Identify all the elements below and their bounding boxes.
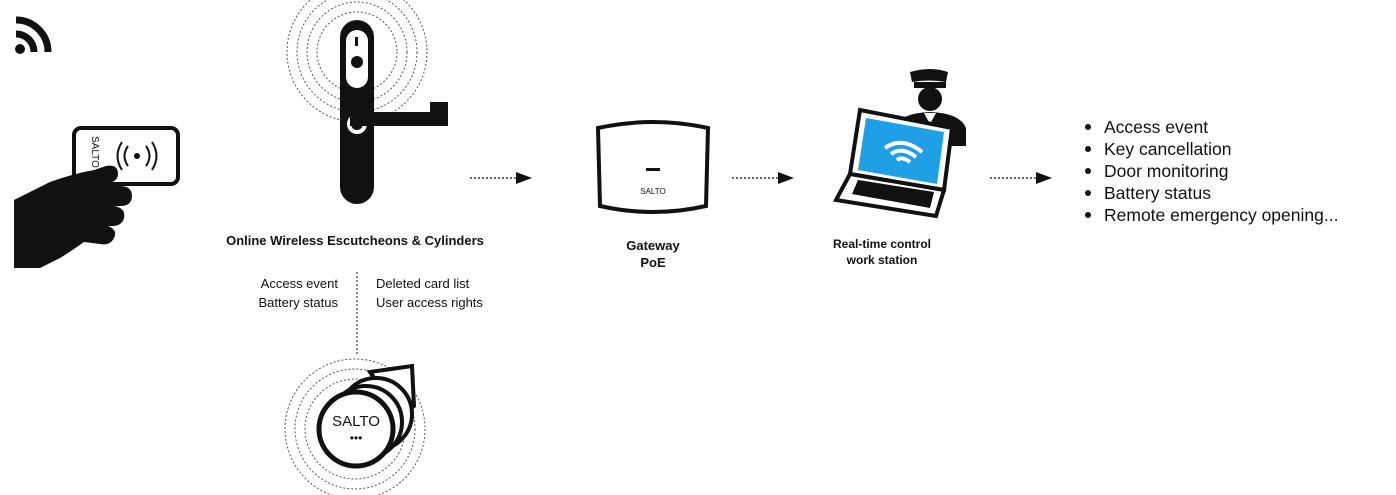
key-fob-icon: SALTO ••• [284,358,426,495]
arrow-right-icon [732,172,794,184]
feature-item: Door monitoring [1082,160,1392,182]
sync-right-item: Deleted card list [376,276,470,291]
workstation-caption: Real-time control work station [812,236,952,268]
card-brand-label: SALTO [89,136,100,168]
feature-item: Key cancellation [1082,138,1392,160]
hand-holding-card-icon: SALTO [14,126,180,268]
feature-item: Remote emergency opening... [1082,204,1392,226]
gateway-brand-label: SALTO [640,187,666,196]
features-list: Access event Key cancellation Door monit… [1082,116,1392,226]
wireless-signal-icon [15,16,52,54]
sync-right-item: User access rights [376,295,483,310]
sync-left-item: Access event [260,276,338,291]
feature-item: Battery status [1082,182,1392,204]
fob-dots: ••• [350,431,363,445]
arrow-right-icon [990,172,1052,184]
gateway-device-icon: SALTO [595,120,711,214]
sync-right-list: Deleted card list User access rights [376,274,526,312]
door-handle-icon [286,0,448,204]
sync-left-item: Battery status [258,295,338,310]
gateway-caption-line2: PoE [640,255,666,270]
escutcheon-caption: Online Wireless Escutcheons & Cylinders [226,233,484,248]
arrow-right-icon [470,172,532,184]
feature-item: Access event [1082,116,1392,138]
security-guard-laptop-icon [832,69,966,219]
gateway-caption-line1: Gateway [626,238,680,253]
sync-left-list: Access event Battery status [230,274,338,312]
workstation-caption-line2: work station [846,253,918,267]
sync-divider [356,272,358,354]
gateway-caption: Gateway PoE [593,237,713,271]
fob-brand-label: SALTO [332,413,380,430]
workstation-caption-line1: Real-time control [832,237,931,251]
